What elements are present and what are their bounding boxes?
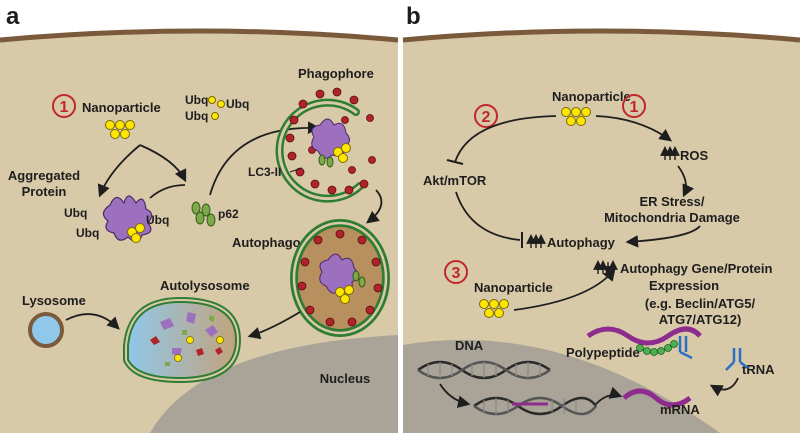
arrow-to-mrna	[595, 386, 623, 405]
cell-cytoplasm-b	[403, 31, 800, 433]
gene-expression-label-2: Expression	[649, 278, 719, 293]
nucleus-label-a: Nucleus	[320, 371, 371, 386]
autolysosome	[123, 296, 242, 384]
ubq-agg-1: Ubq	[64, 206, 87, 220]
degraded-fragments	[150, 312, 224, 366]
panel-divider	[399, 0, 403, 433]
arrow-to-autolysosome	[247, 311, 301, 340]
inhibit-akt-bar	[446, 159, 464, 165]
nanoparticle-cluster-bottom	[479, 299, 509, 318]
step-1-number-a: 1	[60, 99, 69, 116]
trna-label: tRNA	[742, 362, 775, 377]
panel-a: a 1 Nanoparticle Ubq Ubq Ubq Aggregated …	[0, 3, 399, 433]
cell-membrane-b	[402, 28, 800, 43]
arrow-trna-to-ribosome	[709, 377, 739, 397]
ros-up-arrows	[660, 146, 680, 160]
lc3-label: LC3-II	[248, 165, 281, 179]
nucleus-a	[150, 335, 398, 433]
er-stress-label-2: Mitochondria Damage	[604, 210, 740, 225]
ubq-agg-3: Ubq	[76, 226, 99, 240]
gene-expression-label-4: ATG7/ATG12)	[659, 312, 742, 327]
ubq-label-1: Ubq	[185, 93, 208, 107]
mrna-label: mRNA	[660, 402, 700, 417]
ubq-label-3: Ubq	[185, 109, 208, 123]
step-2-circle	[474, 104, 498, 128]
step-1-circle-a	[52, 94, 76, 118]
dna-helix-bottom	[473, 396, 597, 416]
exchange-arrows	[97, 144, 187, 199]
arrow-er-to-autophagy	[625, 225, 701, 248]
dna-helix-top	[417, 360, 551, 380]
autophagy-label: Autophagy	[547, 235, 616, 250]
panel-label-a: a	[6, 3, 20, 30]
arrow-to-phagophore	[209, 121, 321, 196]
aggregated-protein-label-1: Aggregated	[8, 168, 80, 183]
gene-expression-label-3: (e.g. Beclin/ATG5/	[645, 296, 756, 311]
nanoparticle-top-label: Nanoparticle	[552, 89, 631, 104]
nanoparticle-bottom-label: Nanoparticle	[474, 280, 553, 295]
inhibit-autophagy	[455, 191, 521, 241]
ubq-tags-top	[208, 96, 225, 120]
nanoparticle-cluster-top	[561, 107, 591, 126]
autophagosome	[290, 219, 390, 337]
autolysosome-label: Autolysosome	[160, 278, 250, 293]
polypeptide-label: Polypeptide	[566, 345, 640, 360]
ros-label: ROS	[680, 148, 709, 163]
arrow-lysosome-fusion	[65, 313, 120, 330]
cell-membrane-a	[0, 28, 399, 43]
arrow-to-er	[677, 165, 694, 198]
phagophore-label: Phagophore	[298, 66, 374, 81]
lysosome-label: Lysosome	[22, 293, 86, 308]
polypeptide-complex	[586, 326, 702, 360]
ubq-agg-2: Ubq	[146, 213, 169, 227]
p62-protein	[191, 201, 216, 227]
trna-molecule	[725, 348, 749, 371]
aggregated-protein	[102, 195, 153, 243]
step-3-number: 3	[452, 265, 461, 282]
panel-b: b Nanoparticle 1 2 ROS Akt/mTOR	[402, 3, 800, 433]
step-1-circle-b	[622, 94, 646, 118]
arrow-dna-transcription	[439, 383, 471, 408]
autophagy-up-arrows	[526, 234, 546, 248]
step-3-circle	[444, 260, 468, 284]
phagophore	[275, 87, 376, 203]
ubq-label-2: Ubq	[226, 97, 249, 111]
arrow-np-to-gene	[513, 268, 616, 311]
er-stress-label-1: ER Stress/	[639, 194, 704, 209]
arrow-to-autophagosome	[366, 189, 383, 224]
cell-cytoplasm-a	[0, 31, 398, 433]
lc3-pointer	[289, 167, 303, 173]
aggregated-protein-label-2: Protein	[22, 184, 67, 199]
gene-updown-arrows	[593, 260, 618, 276]
mrna-strand	[622, 388, 692, 408]
step-1-number-b: 1	[630, 99, 639, 116]
p62-label: p62	[218, 207, 239, 221]
dna-label: DNA	[455, 338, 484, 353]
nanoparticle-label-a: Nanoparticle	[82, 100, 161, 115]
lysosome	[28, 312, 64, 348]
gene-expression-label-1: Autophagy Gene/Protein	[620, 261, 772, 276]
akt-label: Akt/mTOR	[423, 173, 487, 188]
step-2-number: 2	[482, 109, 491, 126]
inhibit-akt	[454, 115, 557, 163]
panel-label-b: b	[406, 3, 421, 30]
arrow-to-ros	[595, 115, 673, 142]
nanoparticle-cluster-a	[105, 120, 135, 139]
